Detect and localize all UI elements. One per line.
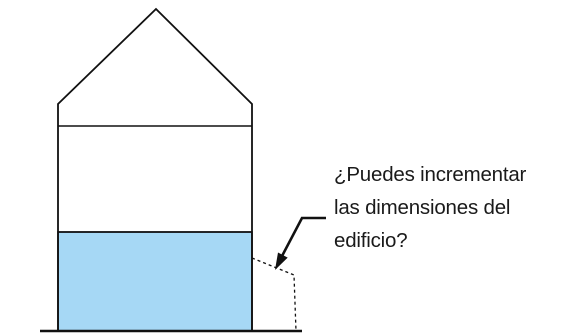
water-fill-section: [57, 231, 253, 332]
building-outline: [57, 7, 253, 331]
question-line-3: edificio?: [334, 229, 408, 252]
dashed-extension-outline: [251, 257, 297, 332]
question-text: ¿Puedes incrementar las dimensiones del …: [334, 158, 564, 257]
pointer-arrow-line: [279, 216, 326, 259]
question-line-1: ¿Puedes incrementar: [334, 163, 527, 186]
pointer-arrow-head: [275, 252, 288, 270]
question-line-2: las dimensiones del: [334, 196, 511, 219]
